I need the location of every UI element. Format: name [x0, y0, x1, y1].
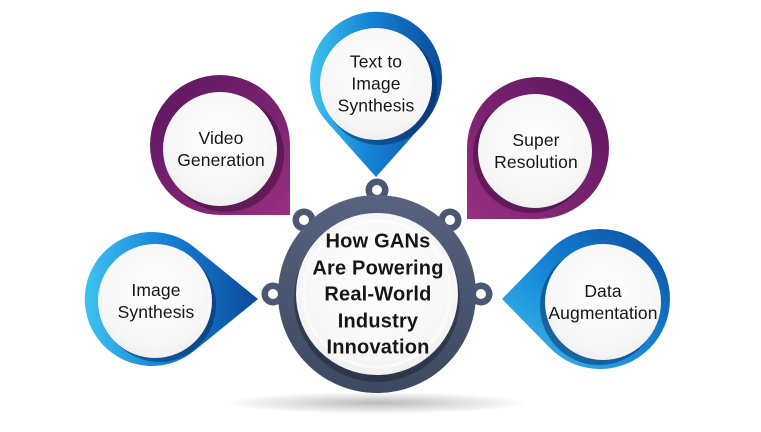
- node-shape-video-generation: [150, 75, 290, 215]
- center-hub: [261, 178, 493, 393]
- node-shape-data-augmentation: [502, 229, 670, 369]
- node-label-text-to-image-synthesis: Text to Image Synthesis: [337, 51, 415, 117]
- node-shape-super-resolution: [467, 77, 609, 219]
- node-label-image-synthesis: Image Synthesis: [117, 279, 195, 322]
- node-label-super-resolution: Super Resolution: [494, 129, 578, 172]
- ground-shadow: [225, 392, 529, 414]
- node-label-data-augmentation: Data Augmentation: [548, 280, 658, 323]
- node-shape-text-to-image-synthesis: [310, 11, 443, 177]
- center-title: How GANs Are Powering Real-World Industr…: [312, 230, 444, 359]
- node-label-video-generation: Video Generation: [177, 127, 265, 170]
- node-shape-image-synthesis: [84, 232, 259, 366]
